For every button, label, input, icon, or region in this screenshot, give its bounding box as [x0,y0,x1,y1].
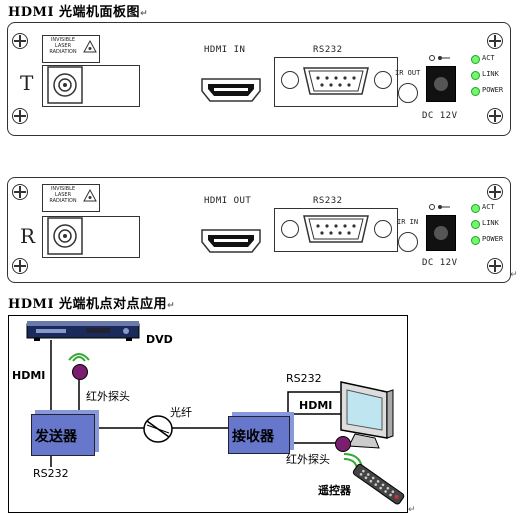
led-link-icon [471,220,480,229]
screw-icon [12,33,28,49]
panel-letter: R [20,224,36,248]
led-label: POWER [482,86,504,94]
fiber-port-icon [47,66,83,104]
paragraph-mark-icon: ↵ [167,301,176,311]
remote-control-icon [352,463,405,505]
laser-warning-text: INVISIBLE LASER RADIATION [49,37,77,55]
ir-jack-icon [398,232,418,252]
led-label: ACT [482,54,495,62]
screw-icon [487,108,503,124]
hdmi-port-icon [201,229,261,253]
rs232-screw-left [281,220,299,238]
rs232-screw-right [374,71,392,89]
led-power-icon [471,236,480,245]
screw-icon [12,258,28,274]
ir-label: IR IN [397,218,419,226]
ir-probe-left-icon [72,364,88,380]
ir-label: IR OUT [395,69,421,77]
led-act-icon [471,204,480,213]
rs232-label: RS232 [313,196,343,206]
ir-jack-icon [398,83,418,103]
dc-label: DC 12V [422,111,458,121]
screw-icon [487,184,503,200]
hdmi-label: HDMI IN [204,45,246,55]
ir-signal-left-icon [68,353,90,362]
rs232-screw-right [374,220,392,238]
screw-icon [487,258,503,274]
panel-letter: T [20,71,34,95]
rs232-right-label: RS232 [286,372,322,385]
screw-icon [12,108,28,124]
monitor-icon [340,381,394,449]
panel-heading: HDMI 光端机面板图↵ [8,5,149,20]
paragraph-mark-icon: ↵ [510,270,518,280]
laser-warning-text: INVISIBLE LASER RADIATION [49,186,77,204]
led-label: LINK [482,70,499,78]
dc-polarity-icon [429,55,450,61]
dc-polarity-icon [429,204,450,210]
ir-probe-left-label: 红外探头 [86,390,130,403]
rs232-label: RS232 [313,45,343,55]
sender-label: 发送器 [35,429,77,445]
receiver-label: 接收器 [232,429,274,445]
ir-probe-right-icon [335,436,351,452]
paragraph-mark-icon: ↵ [140,9,149,19]
laser-warning: INVISIBLE LASER RADIATION [42,35,100,63]
dvd-label: DVD [146,333,173,346]
receiver-panel: R INVISIBLE LASER RADIATION HDMI OUT RS2… [7,177,511,283]
dc-jack-icon [426,66,456,102]
led-label: LINK [482,219,499,227]
led-power-icon [471,87,480,96]
paragraph-mark-icon: ↵ [408,505,416,515]
led-label: ACT [482,203,495,211]
application-heading: HDMI 光端机点对点应用↵ [8,297,176,312]
transmitter-panel: T INVISIBLE LASER RADIATION HDMI IN RS23… [7,22,511,136]
hdmi-left-label: HDMI [12,369,46,382]
ir-probe-right-label: 红外探头 [286,453,330,466]
dvd-player-icon [26,321,140,341]
laser-triangle-icon [83,40,97,53]
fiber-port-icon [47,217,83,255]
screw-icon [12,184,28,200]
sender-box: 发送器 [31,414,95,456]
led-act-icon [471,55,480,64]
laser-warning: INVISIBLE LASER RADIATION [42,184,100,212]
hdmi-right-label: HDMI [299,399,333,412]
led-link-icon [471,71,480,80]
led-label: POWER [482,235,504,243]
rs232-left-label: RS232 [33,467,69,480]
screw-icon [487,33,503,49]
fiber-label: 光纤 [170,406,192,419]
hdmi-label: HDMI OUT [204,196,252,206]
laser-triangle-icon [83,189,97,202]
remote-label: 遥控器 [318,484,351,497]
rs232-port-icon [303,67,369,95]
fiber-coil-icon [143,415,173,443]
hdmi-port-icon [201,78,261,102]
receiver-box: 接收器 [228,416,290,454]
dc-jack-icon [426,215,456,251]
rs232-screw-left [281,71,299,89]
rs232-port-icon [303,215,369,243]
dc-label: DC 12V [422,258,458,268]
